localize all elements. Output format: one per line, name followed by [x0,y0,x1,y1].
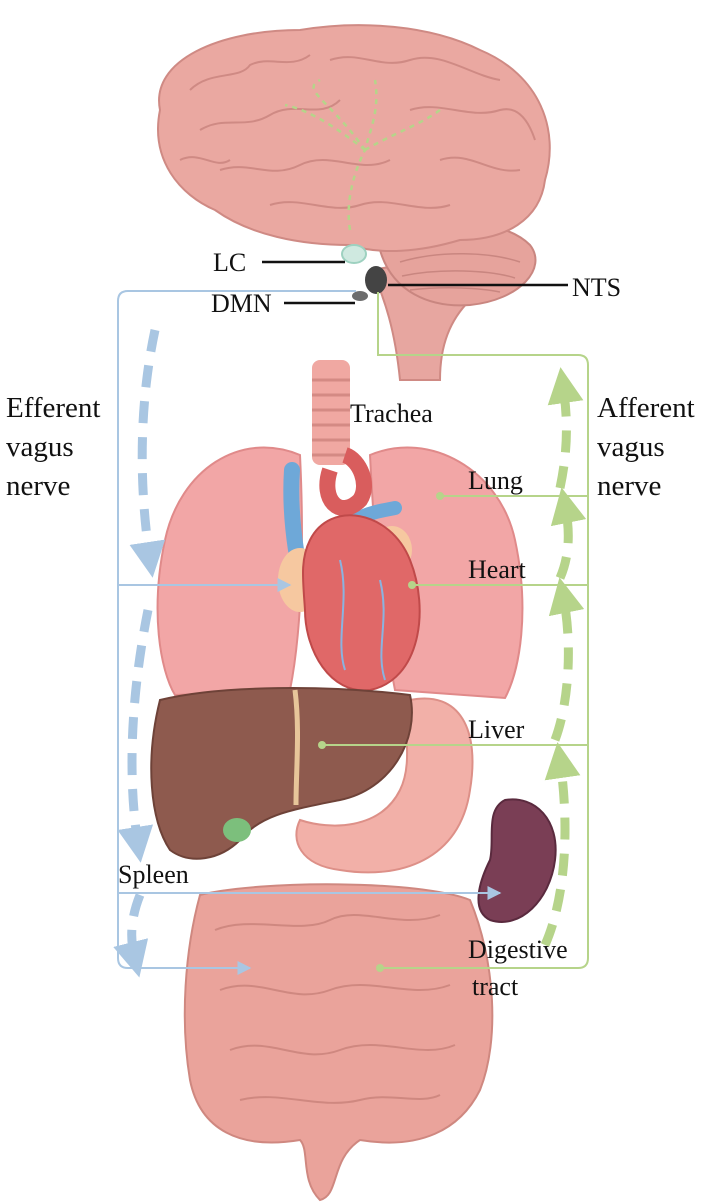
label-digestive-line2: tract [472,972,519,1001]
spleen-illustration [477,798,557,923]
label-lung: Lung [468,466,523,495]
efferent-direction-arrows [113,329,166,978]
label-liver: Liver [468,715,525,744]
label-efferent-line3: nerve [6,470,70,502]
label-efferent-line2: vagus [6,431,74,463]
trachea-illustration [312,360,350,465]
label-digestive-line1: Digestive [468,935,568,964]
liver-illustration [150,687,413,860]
nucleus-leader-lines [262,260,568,305]
label-dmn: DMN [211,289,272,318]
intestine-illustration [183,883,494,1202]
label-trachea: Trachea [350,399,433,428]
afferent-direction-arrows [540,367,587,947]
label-afferent-line1: Afferent [597,392,695,424]
label-efferent-line1: Efferent [6,392,100,424]
label-lc: LC [213,248,246,277]
label-spleen: Spleen [118,860,189,889]
stomach-illustration [295,697,474,874]
heart-illustration [301,514,421,692]
afferent-endpoints [318,492,444,972]
organ-illustrations [150,360,557,1202]
label-afferent-line2: vagus [597,431,665,463]
brain-illustration [157,24,551,381]
labels: LC DMN NTS Efferent vagus nerve Afferent… [6,248,695,1001]
label-afferent-line3: nerve [597,470,661,502]
label-nts: NTS [572,273,621,302]
label-heart: Heart [468,555,527,584]
